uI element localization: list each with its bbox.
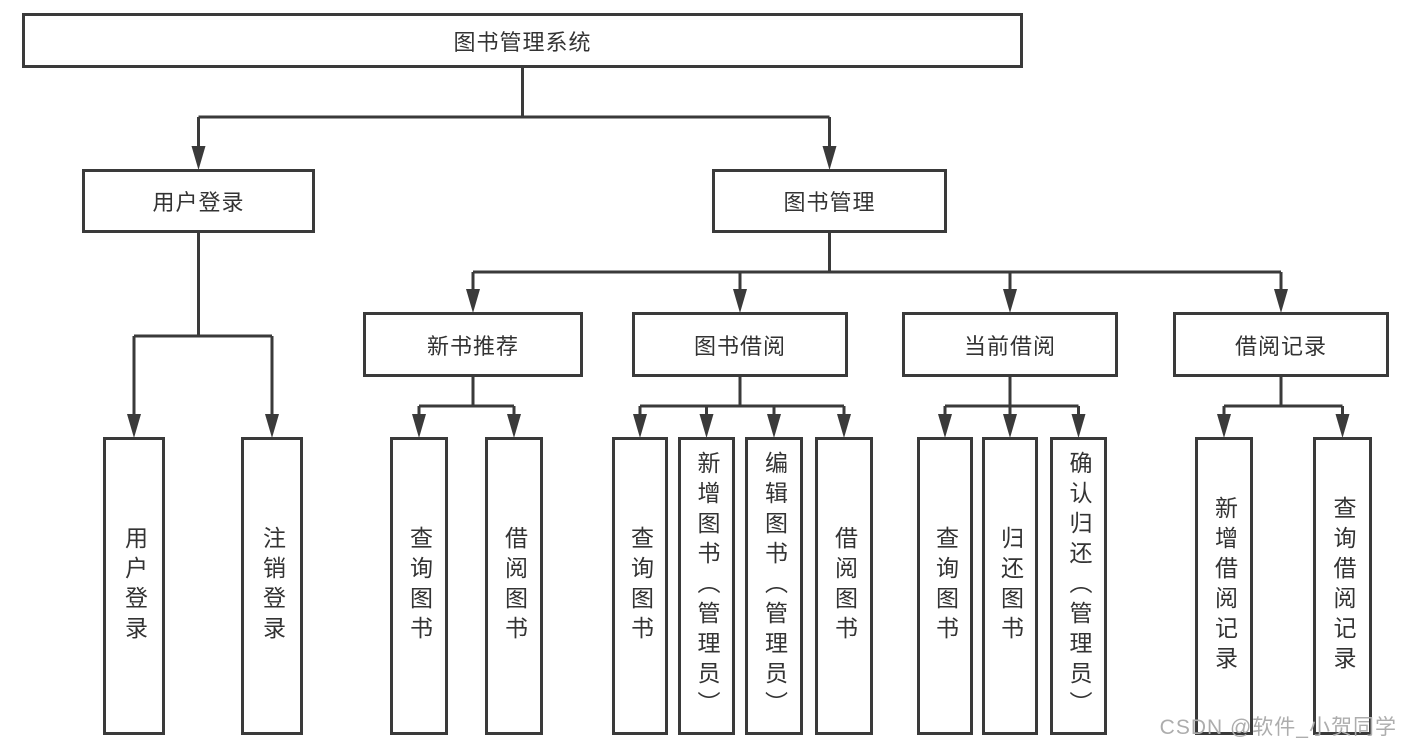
node-leaf-logout: 注销登录 (241, 437, 303, 735)
node-leaf-query-book-2: 查询图书 (612, 437, 668, 735)
node-leaf-confirm-return: 确认归还（管理员） (1050, 437, 1107, 735)
node-root: 图书管理系统 (22, 13, 1023, 68)
node-book-mgmt: 图书管理 (712, 169, 947, 233)
watermark: CSDN @软件_小贺同学 (1159, 716, 1397, 739)
node-borrow-records: 借阅记录 (1173, 312, 1389, 377)
node-leaf-user-login: 用户登录 (103, 437, 165, 735)
node-leaf-borrow-book-1: 借阅图书 (485, 437, 543, 735)
node-current-borrow: 当前借阅 (902, 312, 1118, 377)
node-leaf-edit-book: 编辑图书（管理员） (745, 437, 803, 735)
node-leaf-query-record: 查询借阅记录 (1313, 437, 1372, 735)
node-leaf-query-book-3: 查询图书 (917, 437, 973, 735)
node-leaf-return-book: 归还图书 (982, 437, 1038, 735)
node-leaf-add-record: 新增借阅记录 (1195, 437, 1253, 735)
node-leaf-add-book: 新增图书（管理员） (678, 437, 735, 735)
node-leaf-borrow-book-2: 借阅图书 (815, 437, 873, 735)
node-new-book-rec: 新书推荐 (363, 312, 583, 377)
node-leaf-query-book-1: 查询图书 (390, 437, 448, 735)
node-user-login: 用户登录 (82, 169, 315, 233)
node-book-borrow: 图书借阅 (632, 312, 848, 377)
